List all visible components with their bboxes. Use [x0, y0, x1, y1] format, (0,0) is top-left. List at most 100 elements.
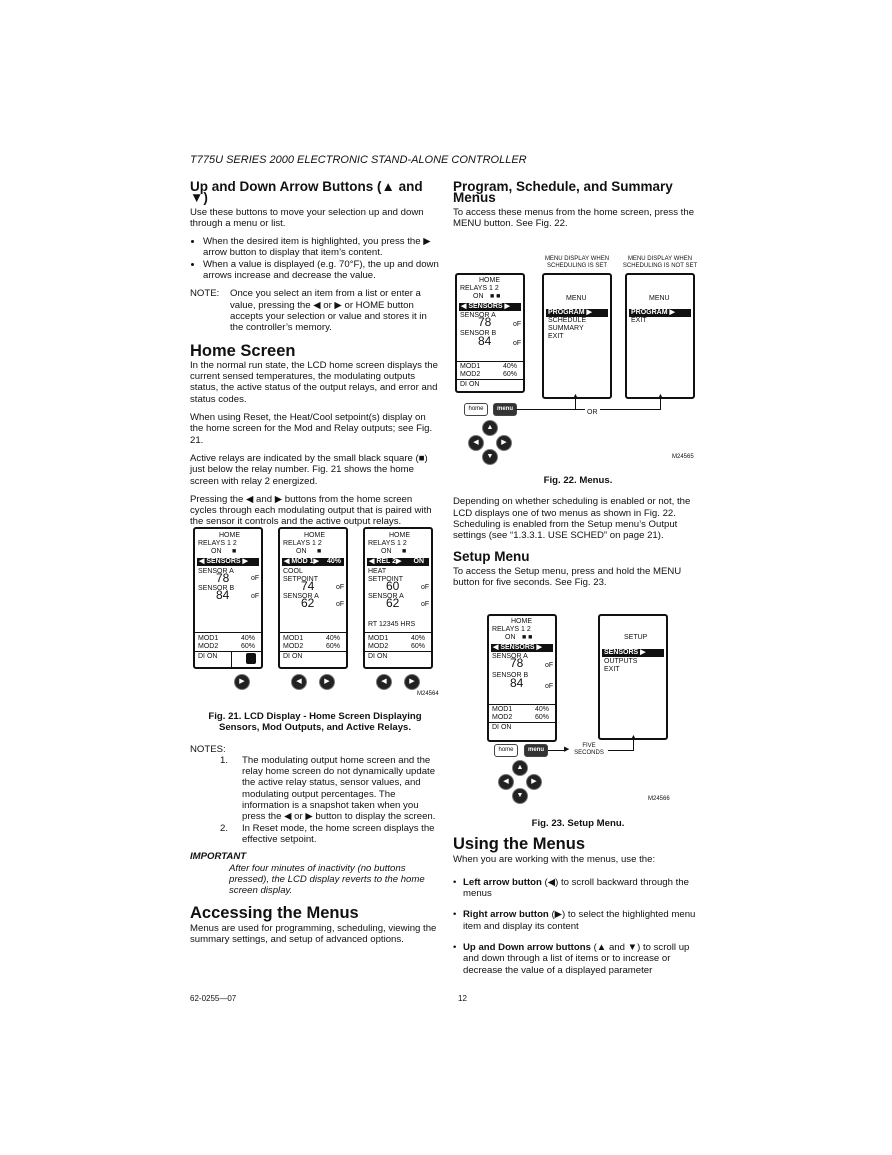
using-heading: Using the Menus [453, 835, 586, 854]
lcd-highlight: PROGRAM ▶ [546, 309, 608, 317]
lcd-text: HOME [304, 532, 325, 539]
lcd-text [489, 704, 555, 705]
arrow-up-icon: ▲ [572, 393, 579, 400]
lcd-text: RELAYS 1 2 [460, 285, 499, 292]
lcd-text: 40% [326, 635, 341, 642]
figure-label: MENU DISPLAY WHEN SCHEDULING IS SET [544, 256, 610, 269]
relay-indicator-icon: ■ ■ [490, 293, 501, 300]
right-arrow-button[interactable]: ▶ [319, 674, 335, 690]
paragraph: Menus are used for programming, scheduli… [190, 922, 437, 946]
figure-21: HOME RELAYS 1 2 ON ■ ◀ SENSORS ▶ SENSOR … [190, 525, 440, 705]
figure-label: MENU DISPLAY WHEN SCHEDULING IS NOT SET [622, 256, 698, 269]
home-button[interactable]: home [464, 403, 488, 416]
lcd-text: MOD1 [492, 706, 513, 713]
right-arrow-button[interactable]: ▶ [496, 435, 512, 451]
lcd-text: MOD1 [283, 635, 304, 642]
left-column-lower: Fig. 21. LCD Display - Home Screen Displ… [190, 711, 440, 952]
right-arrow-button[interactable]: ▶ [404, 674, 420, 690]
relay-indicator-icon: ■ [402, 548, 407, 555]
lcd-text: 40% [535, 706, 550, 713]
home-button[interactable]: home [494, 744, 518, 757]
left-arrow-button[interactable]: ◀ [376, 674, 392, 690]
fig23-caption: Fig. 23. Setup Menu. [531, 818, 625, 829]
down-arrow-button[interactable]: ▼ [512, 788, 528, 804]
footer-page-number: 12 [458, 994, 467, 1003]
lcd-text: 40% [241, 635, 256, 642]
lcd-text: SETPOINT [368, 576, 404, 583]
lcd-text: SENSOR A [492, 653, 528, 660]
lcd-text: 78 [478, 315, 492, 329]
lock-icon [246, 653, 256, 664]
left-arrow-button[interactable]: ◀ [291, 674, 307, 690]
lcd-text: 84 [510, 676, 524, 690]
lcd-text: RT 12345 HRS [368, 621, 416, 628]
lcd-text: oF [251, 593, 260, 600]
up-arrow-button[interactable]: ▲ [482, 420, 498, 436]
lcd-text: oF [513, 321, 522, 328]
relay-indicator-icon: ■ [232, 548, 237, 555]
arrow-up-icon: ▲ [657, 393, 664, 400]
lcd-text [457, 361, 523, 362]
lcd-text: oF [545, 683, 554, 690]
list-item: 2.In Reset mode, the home screen display… [219, 822, 435, 845]
right-column-lower: Fig. 23. Setup Menu. Using the Menus Whe… [453, 818, 703, 986]
paragraph: When using Reset, the Heat/Cool setpoint… [190, 412, 433, 446]
menu-button[interactable]: menu [524, 744, 548, 757]
note: NOTE: Once you select an item from a lis… [190, 288, 440, 333]
figure-label: OR [585, 409, 600, 416]
menu-button[interactable]: menu [493, 403, 517, 416]
lcd-text: SENSOR A [368, 593, 404, 600]
fig22-caption: Fig. 22. Menus. [543, 475, 613, 486]
arrow-right-icon: ▶ [564, 746, 570, 753]
lcd-text: DI ON [492, 724, 512, 731]
list-item: 1.The modulating output home screen and … [219, 754, 436, 823]
lcd-text: 40% [503, 363, 518, 370]
access-heading: Accessing the Menus [190, 904, 359, 923]
figure-code: M24566 [648, 796, 670, 802]
down-arrow-button[interactable]: ▼ [482, 449, 498, 465]
lcd-text [280, 651, 346, 652]
fig21-caption: Fig. 21. LCD Display - Home Screen Displ… [208, 711, 422, 734]
important-label: IMPORTANT [190, 851, 247, 863]
figure-label: FIVE SECONDS [574, 743, 604, 756]
lcd-text: RELAYS 1 2 [283, 540, 322, 547]
lcd-text: MOD1 [460, 363, 481, 370]
lcd-text: EXIT [631, 317, 647, 324]
paragraph: To access these menus from the home scre… [453, 206, 695, 229]
arrow-intro: Use these buttons to move your selection… [190, 206, 424, 229]
lcd-text: MENU [566, 295, 587, 302]
lcd-text: SETPOINT [283, 576, 319, 583]
lcd-highlight: ◀ SENSORS ▶ [491, 644, 553, 652]
lcd-text: COOL [283, 568, 303, 575]
footer-doc-number: 62-0255—07 [190, 994, 237, 1003]
arrow-heading: Up and Down Arrow Buttons (▲ and ▼) [190, 179, 423, 206]
lcd-text: 60% [241, 643, 256, 650]
right-arrow-button[interactable]: ▶ [526, 774, 542, 790]
list-item: Left arrow button (◀) to scroll backward… [453, 877, 703, 900]
list-item: Up and Down arrow buttons (▲ and ▼) to s… [453, 942, 703, 976]
lcd-text: MOD2 [283, 643, 304, 650]
note-label: NOTE: [190, 288, 220, 300]
lcd-text [457, 379, 523, 380]
lcd-text: MENU [649, 295, 670, 302]
left-arrow-button[interactable]: ◀ [498, 774, 514, 790]
lcd-text: 60% [535, 714, 550, 721]
figure-22: MENU DISPLAY WHEN SCHEDULING IS SET MENU… [453, 254, 703, 469]
lcd-text [231, 651, 232, 667]
lcd-home-mod1: HOME RELAYS 1 2 ON ■ ◀ MOD 1▶40% COOL SE… [278, 527, 348, 669]
up-arrow-button[interactable]: ▲ [512, 760, 528, 776]
lcd-highlight: ◀ SENSORS ▶ [197, 558, 259, 566]
lcd-text [280, 632, 346, 633]
figure-23: HOME RELAYS 1 2 ON ■ ■ ◀ SENSORS ▶ SENSO… [485, 612, 705, 808]
home-heading: Home Screen [190, 341, 296, 360]
left-arrow-button[interactable]: ◀ [468, 435, 484, 451]
lcd-value: 62 [301, 596, 315, 610]
left-column: Up and Down Arrow Buttons (▲ and ▼) Use … [190, 179, 440, 535]
lcd-text: EXIT [548, 333, 564, 340]
lcd-home-sensors: HOME RELAYS 1 2 ON ■ ◀ SENSORS ▶ SENSOR … [193, 527, 263, 669]
lcd-value: 60 [386, 579, 400, 593]
lcd-value: 78 [216, 571, 230, 585]
lcd-text: DI ON [283, 653, 303, 660]
lcd-text: SENSOR A [198, 568, 234, 575]
right-arrow-button[interactable]: ▶ [234, 674, 250, 690]
